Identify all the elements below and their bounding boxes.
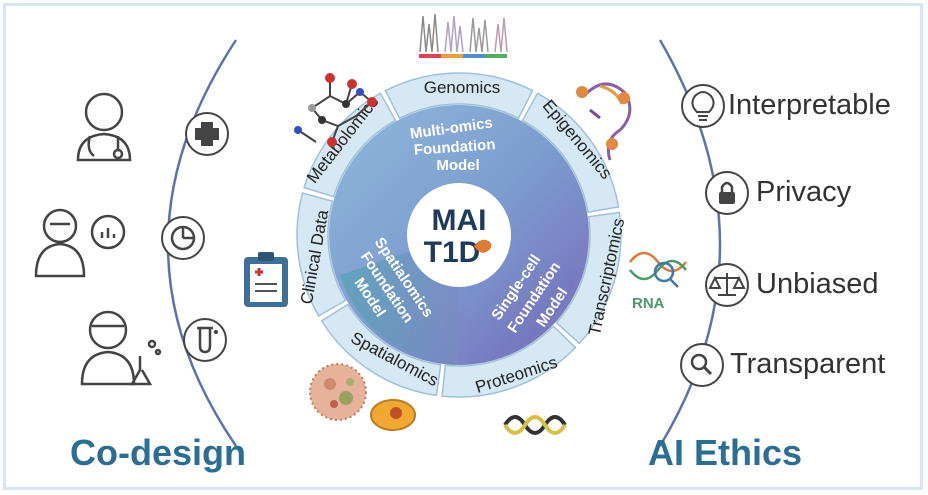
ring-segment-genomics: [384, 72, 534, 120]
ring-segment-transcriptomics: [555, 211, 622, 345]
ring-segment-spatialomics: [320, 303, 442, 397]
omics-ring: [296, 72, 622, 398]
ring-segment-proteomics: [441, 324, 577, 398]
medical-cross-badge: [185, 112, 229, 156]
scientist-icon: [80, 310, 162, 386]
ring-segment-clinical-data: [296, 192, 347, 318]
cell-icon: [370, 399, 416, 431]
ring-segment-epigenomics: [521, 92, 620, 214]
multiomics-line2: Foundation: [413, 136, 496, 159]
multiomics-line3: Model: [436, 157, 479, 174]
ethics-title: AI Ethics: [648, 432, 803, 473]
pie-chart-badge: [161, 216, 205, 260]
hub-line2: T1D: [424, 236, 481, 269]
sequence-chromatogram-icon: [419, 13, 508, 58]
hub-circle: [407, 183, 511, 287]
segment-label-genomics: Genomics: [424, 78, 501, 97]
lock-badge: [705, 171, 749, 215]
nucleosome-icon: [576, 82, 632, 161]
ethic-interpretable: Interpretable: [728, 89, 891, 121]
test-tube-badge: [183, 318, 227, 362]
rna-helix-icon: [629, 251, 687, 288]
doctor-icon: [76, 92, 132, 162]
lightbulb-badge: [681, 84, 725, 128]
protein-helix-icon: [503, 415, 567, 435]
ethic-unbiased: Unbiased: [756, 268, 879, 300]
ring-segment-metabolomics: [303, 92, 397, 198]
ethic-privacy: Privacy: [756, 176, 852, 208]
codesign-title: Co-design: [70, 432, 246, 473]
ethic-transparent: Transparent: [730, 348, 886, 380]
figure-frame: [3, 3, 923, 490]
tissue-section-icon: [309, 363, 367, 421]
molecule-icon: [294, 73, 377, 147]
hub-line1: MAI: [432, 204, 487, 237]
magnifier-badge: [680, 343, 724, 387]
pancreas-icon: [474, 239, 492, 253]
clipboard-icon: [244, 252, 288, 307]
rna-label: RNA: [632, 295, 665, 312]
analyst-icon: [34, 208, 126, 278]
scale-badge: [705, 263, 749, 307]
